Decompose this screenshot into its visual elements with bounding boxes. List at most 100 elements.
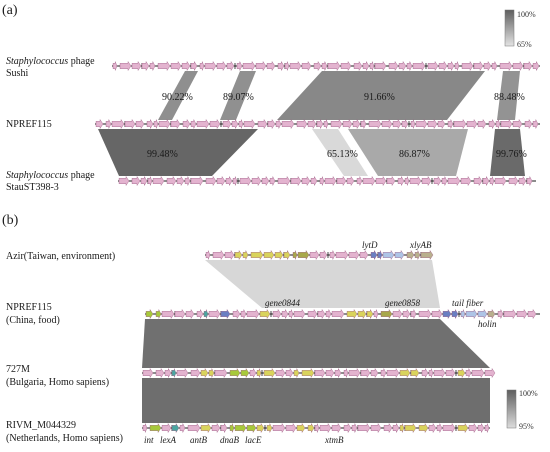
gene-arrow <box>290 175 302 187</box>
gene-arrow <box>272 422 286 434</box>
gene-arrow <box>380 368 387 378</box>
label-npref-b-line2: (China, food) <box>6 315 60 326</box>
gene-arrow <box>199 61 205 71</box>
gene-arrow <box>331 422 342 434</box>
gene-arrow <box>161 308 175 320</box>
gene-arrow <box>524 118 533 130</box>
gene-arrow <box>170 118 181 130</box>
gene-arrow <box>190 367 201 379</box>
gene-arrow <box>266 60 276 72</box>
gene-arrow <box>484 423 490 433</box>
gene-arrow <box>428 422 437 434</box>
gene-arrow <box>487 308 496 320</box>
gene-arrow <box>526 176 533 186</box>
gene-arrow <box>316 118 324 130</box>
legend-b-min: 95% <box>519 422 534 431</box>
gene-arrow <box>190 119 197 129</box>
gene-arrow <box>402 308 411 320</box>
identity-top-1: 90.22% <box>162 92 193 103</box>
gene-arrow <box>251 175 262 187</box>
gene-arrow <box>436 423 443 433</box>
gene-arrow <box>410 367 420 379</box>
gene-arrow <box>208 308 221 320</box>
gene-arrow <box>410 309 417 319</box>
gene-arrow <box>275 367 286 379</box>
gene-arrow <box>473 175 483 187</box>
gene-arrow <box>352 118 361 130</box>
gene-arrow <box>457 422 469 434</box>
gene-arrow <box>314 367 326 379</box>
gene-arrow <box>428 368 434 378</box>
gene-arrow <box>334 367 342 379</box>
gene-arrow <box>465 308 478 320</box>
gene-arrow <box>370 367 379 379</box>
gene-arrow <box>274 249 284 261</box>
gene-arrow <box>231 118 239 130</box>
gene-arrow <box>489 176 495 186</box>
gene-arrow <box>301 367 315 379</box>
gene-track-rivm <box>142 422 490 434</box>
gene-arrow <box>319 249 328 261</box>
gene-arrow <box>314 423 320 433</box>
gene-label-xlyab: xlyAB <box>409 240 432 250</box>
gene-arrow <box>142 367 154 379</box>
gene-arrow <box>234 249 243 261</box>
gene-arrow <box>293 368 300 378</box>
gene-arrow <box>220 308 231 320</box>
gene-arrow <box>477 422 485 434</box>
gene-arrow <box>370 249 378 261</box>
gene-arrow <box>433 175 442 187</box>
gene-arrow <box>222 118 232 130</box>
gene-arrow <box>293 308 306 320</box>
gene-arrow <box>216 60 227 72</box>
gene-arrow <box>357 422 371 434</box>
gene-arrow <box>386 175 396 187</box>
gene-arrow <box>330 118 343 130</box>
panel-label-a: (a) <box>2 3 18 18</box>
gene-arrow <box>166 175 177 187</box>
gene-arrow <box>142 423 148 433</box>
gene-arrow <box>292 250 298 260</box>
gene-arrow <box>360 367 371 379</box>
gene-arrow <box>281 308 289 320</box>
gene-arrow <box>348 367 361 379</box>
gene-arrow <box>342 118 353 130</box>
gene-arrow <box>204 60 217 72</box>
gene-arrow <box>105 119 112 129</box>
label-npref-b-line1: NPREF115 <box>6 302 52 313</box>
gene-arrow <box>187 422 201 434</box>
gene-arrow <box>351 423 358 433</box>
gene-arrow <box>307 308 318 320</box>
gene-arrow <box>421 175 432 187</box>
gene-arrow <box>281 118 295 130</box>
gene-arrow <box>433 367 446 379</box>
identity-block-8 <box>490 129 525 176</box>
gene-arrow <box>266 423 273 433</box>
gene-arrow <box>269 176 276 186</box>
gene-arrow <box>373 309 379 319</box>
gene-track-m727 <box>142 367 496 379</box>
gene-arrow <box>261 175 270 187</box>
gene-arrow <box>410 119 416 129</box>
gene-arrow <box>399 423 405 433</box>
gene-track-stau <box>118 175 536 187</box>
gene-track-npref_a <box>95 118 540 130</box>
gene-arrow <box>267 118 276 130</box>
gene-arrow <box>240 309 247 319</box>
gene-arrow <box>518 175 527 187</box>
gene-arrow <box>119 60 132 72</box>
gene-track-azir <box>205 249 434 261</box>
gene-arrow <box>336 175 347 187</box>
label-rivm-line2: (Netherlands, Homo sapiens) <box>6 433 123 444</box>
gene-arrow <box>309 249 320 261</box>
gene-arrow <box>288 309 294 319</box>
gene-arrow <box>406 61 413 71</box>
gene-arrow <box>263 367 276 379</box>
gene-arrow <box>155 309 162 319</box>
label-727m-line1: 727M <box>6 364 30 375</box>
gene-arrow <box>321 61 328 71</box>
gene-arrow <box>149 61 156 71</box>
identity-bottom-4: 99.76% <box>496 149 527 160</box>
gene-arrow <box>234 422 247 434</box>
gene-arrow <box>229 367 241 379</box>
